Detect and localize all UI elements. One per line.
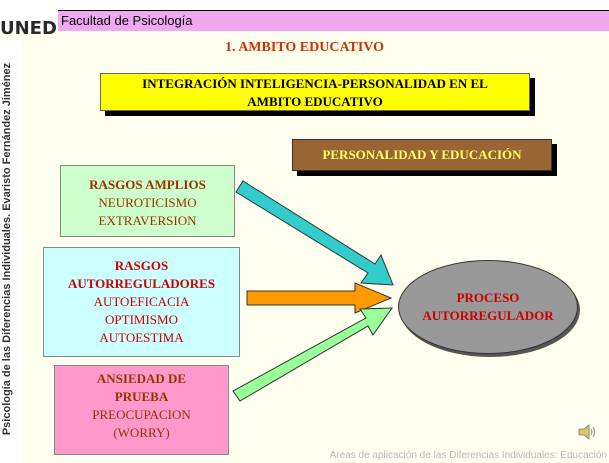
self-regulatory-title-2: AUTORREGULADORES bbox=[67, 276, 216, 291]
subtitle-box: INTEGRACIÓN INTELIGENCIA-PERSONALIDAD EN… bbox=[100, 73, 530, 111]
self-regulatory-item: AUTOESTIMA bbox=[99, 330, 184, 345]
self-regulatory-item: AUTOEFICACIA bbox=[93, 294, 190, 309]
broad-traits-box: RASGOS AMPLIOS NEUROTICISMO EXTRAVERSION bbox=[60, 165, 235, 237]
footer-text: Áreas de aplicación de las Diferencias I… bbox=[329, 450, 607, 461]
self-regulatory-process: PROCESO AUTORREGULADOR bbox=[398, 260, 578, 354]
broad-trait-item: NEUROTICISMO bbox=[98, 195, 197, 210]
section-label: PERSONALIDAD Y EDUCACIÓN bbox=[322, 147, 522, 162]
test-anxiety-box: ANSIEDAD DE PRUEBA PREOCUPACION (WORRY) bbox=[54, 365, 229, 455]
process-line-2: AUTORREGULADOR bbox=[422, 308, 554, 323]
test-anxiety-title-1: ANSIEDAD DE bbox=[96, 371, 187, 386]
uned-logo: UNED bbox=[0, 18, 57, 39]
left-band bbox=[0, 40, 22, 463]
arrow-top bbox=[235, 180, 394, 286]
self-regulatory-item: OPTIMISMO bbox=[105, 312, 178, 327]
faculty-label: Facultad de Psicología bbox=[61, 13, 193, 28]
self-regulatory-title-1: RASGOS bbox=[114, 258, 169, 273]
subtitle-line-1: INTEGRACIÓN INTELIGENCIA-PERSONALIDAD EN… bbox=[142, 76, 488, 91]
section-box: PERSONALIDAD Y EDUCACIÓN bbox=[292, 139, 552, 171]
test-anxiety-item: (WORRY) bbox=[113, 425, 170, 440]
header-band: Facultad de Psicología bbox=[58, 10, 609, 31]
process-line-1: PROCESO bbox=[456, 290, 520, 305]
self-regulatory-traits-box: RASGOS AUTORREGULADORES AUTOEFICACIA OPT… bbox=[43, 247, 240, 357]
broad-traits-title: RASGOS AMPLIOS bbox=[89, 177, 206, 192]
test-anxiety-title-2: PRUEBA bbox=[114, 389, 169, 404]
subtitle-line-2: AMBITO EDUCATIVO bbox=[247, 94, 383, 109]
arrow-middle bbox=[246, 282, 393, 314]
arrow-bottom bbox=[232, 307, 393, 402]
slide-title: 1. AMBITO EDUCATIVO bbox=[224, 40, 385, 55]
speaker-icon[interactable] bbox=[578, 423, 598, 441]
broad-trait-item: EXTRAVERSION bbox=[98, 213, 197, 228]
test-anxiety-item: PREOCUPACION bbox=[92, 407, 191, 422]
